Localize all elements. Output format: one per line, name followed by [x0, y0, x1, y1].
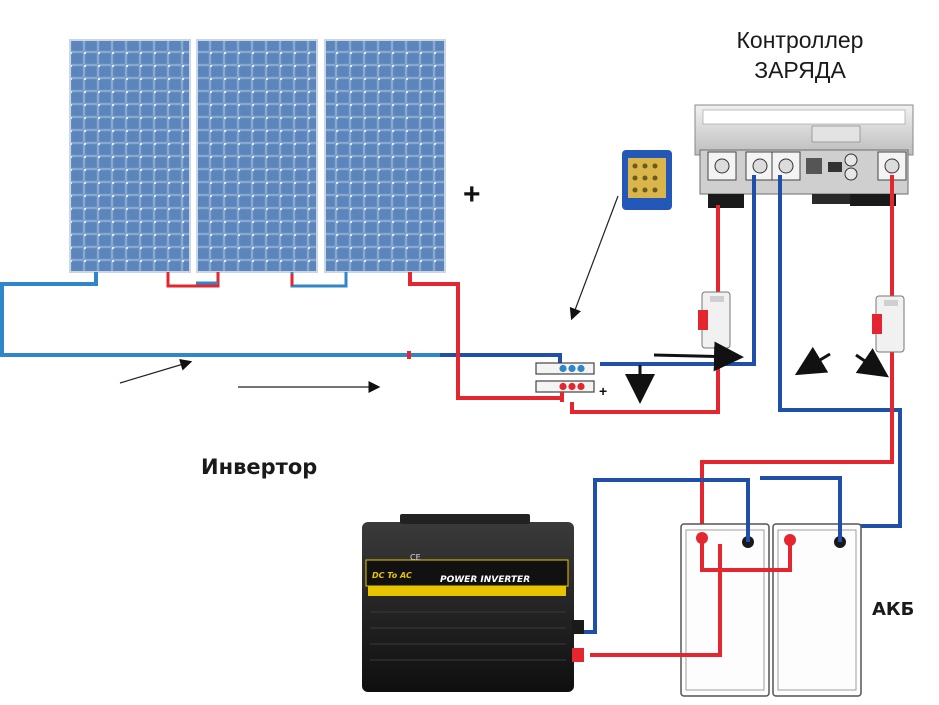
power-inverter-icon	[362, 514, 584, 692]
positive-sign-small: +	[599, 383, 607, 399]
solar-panel-icon	[196, 39, 318, 273]
current-arrow	[855, 348, 889, 378]
dc-breaker-icon	[698, 291, 731, 349]
battery-wires	[578, 476, 842, 657]
battery-label: АКБ	[872, 599, 914, 620]
current-arrow	[653, 341, 744, 372]
callout-arrow	[569, 195, 619, 321]
panel-positive-wire	[408, 272, 560, 400]
inverter-ce-mark: CE	[410, 553, 421, 562]
positive-sign-large: +	[463, 178, 481, 211]
battery-icon	[772, 523, 862, 697]
dc-breaker-icon	[872, 295, 905, 353]
charge-controller-icon	[694, 104, 914, 208]
controller-title-line2: ЗАРЯДА	[754, 57, 846, 83]
panel-series-wires	[166, 272, 348, 288]
inverter-label: Инвертор	[201, 455, 317, 479]
inverter-brand-text: POWER INVERTER	[440, 575, 530, 585]
bus-bar-icon	[535, 362, 595, 393]
bus-bar-closeup-icon	[622, 150, 672, 210]
solar-panel-icon	[324, 39, 446, 273]
wire-marker	[407, 351, 411, 359]
flow-arrow	[119, 359, 193, 384]
panel-negative-wire	[0, 272, 562, 368]
controller-wires	[570, 175, 902, 530]
current-arrow	[794, 346, 831, 376]
controller-title-line1: Контроллер	[737, 27, 864, 53]
wire-stub	[560, 392, 564, 402]
solar-panel-icon	[69, 39, 191, 273]
inverter-mode-text: DC To AC	[372, 571, 412, 580]
battery-icon	[680, 523, 770, 697]
